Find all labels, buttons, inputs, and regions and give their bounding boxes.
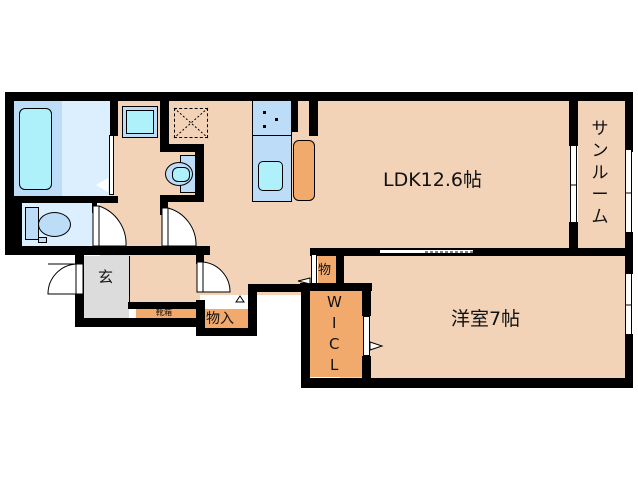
wall-washroom-side bbox=[195, 144, 204, 200]
wall-mid-horizontal bbox=[5, 246, 210, 255]
sun-room-floor bbox=[578, 100, 626, 250]
toilet-paper-icon bbox=[38, 237, 47, 243]
wall-bath-bottom bbox=[5, 196, 118, 203]
wall-storage-bottom bbox=[196, 328, 256, 336]
refrigerator-icon bbox=[293, 140, 315, 201]
wall-bottom bbox=[301, 378, 633, 388]
shoe-box-label: 靴箱 bbox=[156, 308, 172, 317]
hall-storage-floor bbox=[205, 309, 249, 329]
small-storage-floor bbox=[318, 256, 336, 284]
wic-label-l: L bbox=[330, 356, 339, 374]
wall-right-top bbox=[625, 92, 633, 152]
wic-label-c: C bbox=[329, 335, 340, 353]
burner-dot bbox=[263, 125, 266, 128]
sunroom-outer-window bbox=[625, 150, 632, 234]
wall-wic-right-top bbox=[362, 283, 371, 316]
wall-entrance-bottom bbox=[75, 318, 203, 327]
ldk-label: LDK12.6帖 bbox=[383, 169, 482, 191]
sun-room-char: サ bbox=[591, 119, 609, 139]
sun-room-char: ン bbox=[591, 141, 609, 161]
shoe-box bbox=[136, 309, 198, 318]
wic-label-i: I bbox=[332, 314, 337, 332]
wall-washroom-step bbox=[160, 144, 204, 152]
wall-small-storage-right bbox=[336, 252, 344, 290]
wall-sunroom-divider bbox=[569, 100, 578, 146]
sunroom-inner-window bbox=[570, 146, 577, 222]
kitchen-sink-icon bbox=[258, 161, 283, 191]
wic-door bbox=[363, 316, 370, 356]
ldk-floor bbox=[315, 100, 573, 252]
wall-wic-right-bottom bbox=[362, 356, 371, 388]
wall-sunroom-divider-lower bbox=[569, 222, 578, 256]
bathtub-icon bbox=[19, 108, 52, 190]
wall-bath-right bbox=[110, 100, 118, 136]
burner-dot bbox=[275, 118, 278, 121]
ceiling-fixture-icon bbox=[174, 108, 208, 138]
wall-washroom-bottom bbox=[160, 195, 204, 202]
sun-room-label: サ ン ル ー ム bbox=[590, 118, 610, 228]
wall-storage-right bbox=[248, 284, 257, 336]
wic-label-w: W bbox=[327, 293, 342, 311]
western-room-label: 洋室7帖 bbox=[451, 308, 521, 330]
sun-room-char: ム bbox=[591, 207, 609, 227]
wall-left bbox=[5, 92, 14, 254]
entrance-label: 玄 bbox=[98, 268, 114, 286]
entrance-floor bbox=[84, 256, 129, 318]
bath-door-arrow-icon bbox=[96, 178, 108, 192]
wall-kitchen-stub2 bbox=[309, 100, 318, 136]
sun-room-char: ー bbox=[591, 185, 609, 205]
wall-wic-left bbox=[301, 283, 310, 388]
hall-storage-label: 物入 bbox=[206, 311, 234, 327]
wall-hall-post bbox=[196, 254, 204, 264]
wall-toilet-left bbox=[5, 196, 22, 254]
wall-kitchen-stub bbox=[292, 100, 298, 132]
burner-dot bbox=[263, 111, 266, 114]
wall-storage-left bbox=[196, 300, 205, 336]
wall-washroom-post bbox=[160, 195, 168, 215]
wall-right-bottom bbox=[625, 334, 633, 388]
wall-hall-step bbox=[248, 284, 310, 292]
western-room-floor bbox=[340, 255, 626, 383]
washing-machine-drum bbox=[126, 110, 154, 134]
wall-wic-top bbox=[300, 283, 372, 291]
toilet-bowl-icon bbox=[38, 212, 71, 237]
small-storage-label: 物 bbox=[318, 263, 332, 278]
wic-floor bbox=[309, 291, 363, 377]
sink-bowl bbox=[172, 167, 190, 182]
wall-washroom-divider bbox=[160, 100, 169, 145]
wall-top bbox=[5, 92, 633, 101]
sun-room-char: ル bbox=[591, 163, 609, 183]
wall-entrance-divider bbox=[128, 302, 205, 309]
entrance-step-line bbox=[129, 256, 130, 304]
entry-hall-floor bbox=[128, 255, 200, 305]
